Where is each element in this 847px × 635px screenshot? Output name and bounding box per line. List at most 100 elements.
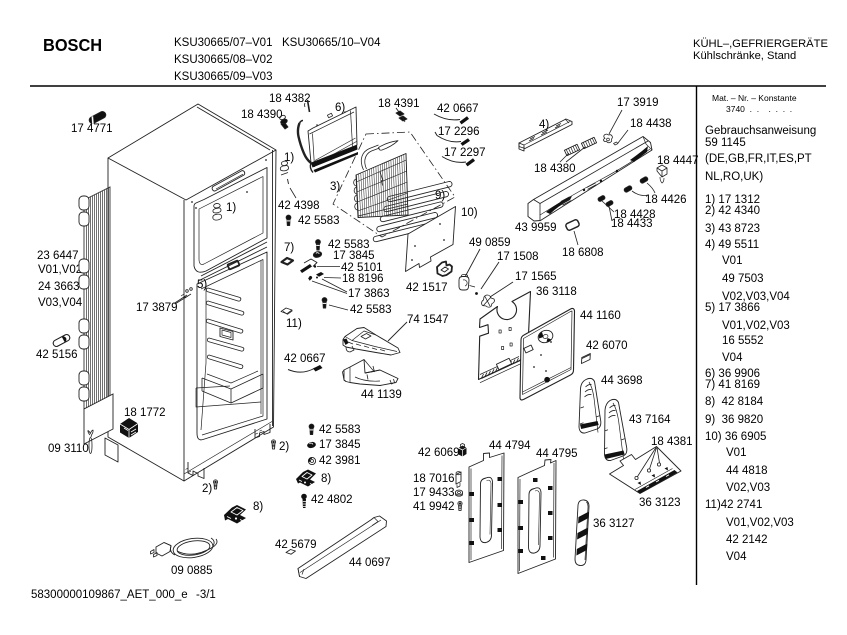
svg-text:3) 43 8723: 3) 43 8723 xyxy=(705,223,760,235)
svg-text:09 3110: 09 3110 xyxy=(48,443,89,455)
svg-text:(DE,GB,FR,IT,ES,PT: (DE,GB,FR,IT,ES,PT xyxy=(705,153,812,165)
svg-text:V01,V02,V03: V01,V02,V03 xyxy=(726,517,794,529)
svg-text:36 3123: 36 3123 xyxy=(639,497,681,509)
svg-text:V02,V03: V02,V03 xyxy=(726,482,770,494)
svg-text:Kühlschränke, Stand: Kühlschränke, Stand xyxy=(693,50,796,62)
svg-text:18 1772: 18 1772 xyxy=(124,407,166,419)
svg-text:42 4802: 42 4802 xyxy=(311,494,353,506)
svg-text:11)42 2741: 11)42 2741 xyxy=(705,499,762,511)
svg-text:V01,V02: V01,V02 xyxy=(38,264,82,276)
svg-text:2): 2) xyxy=(279,441,289,453)
svg-text:17 1508: 17 1508 xyxy=(497,251,539,263)
svg-text:8): 8) xyxy=(321,473,331,485)
svg-text:24 3663: 24 3663 xyxy=(38,281,80,293)
svg-text:4): 4) xyxy=(539,119,549,131)
svg-text:KSU30665/10–V04: KSU30665/10–V04 xyxy=(282,37,381,49)
svg-text:4) 49 5511: 4) 49 5511 xyxy=(705,239,759,251)
svg-text:17 4771: 17 4771 xyxy=(71,123,113,135)
svg-text:18 4391: 18 4391 xyxy=(378,98,420,110)
svg-text:V01: V01 xyxy=(726,447,746,459)
svg-text:42 1517: 42 1517 xyxy=(406,282,448,294)
svg-text:42 0667: 42 0667 xyxy=(437,103,479,115)
svg-text:17 2296: 17 2296 xyxy=(438,126,480,138)
svg-text:17 3863: 17 3863 xyxy=(348,288,390,300)
svg-text:44 4795: 44 4795 xyxy=(536,448,578,460)
svg-text:V03,V04: V03,V04 xyxy=(38,297,83,309)
svg-text:KSU30665/08–V02: KSU30665/08–V02 xyxy=(174,54,272,66)
svg-text:6) 36 9906: 6) 36 9906 xyxy=(705,368,760,380)
svg-text:42 5583: 42 5583 xyxy=(328,239,370,251)
svg-text:44 3698: 44 3698 xyxy=(601,375,643,387)
svg-text:42 0667: 42 0667 xyxy=(284,353,326,365)
svg-text:58300000109867_AET_000_e: 58300000109867_AET_000_e xyxy=(31,589,188,601)
svg-text:36 3127: 36 3127 xyxy=(593,518,635,530)
svg-text:5) 17 3866: 5) 17 3866 xyxy=(705,302,760,314)
svg-text:59 1145: 59 1145 xyxy=(705,137,746,149)
svg-text:18 4380: 18 4380 xyxy=(534,163,576,175)
svg-text:1) 17 1312: 1) 17 1312 xyxy=(705,194,760,206)
svg-text:17 3879: 17 3879 xyxy=(136,302,178,314)
svg-text:44 1139: 44 1139 xyxy=(361,389,402,401)
svg-text:18 4381: 18 4381 xyxy=(651,436,693,448)
svg-text:18 4438: 18 4438 xyxy=(630,118,672,130)
svg-text:18 4428: 18 4428 xyxy=(614,209,656,221)
svg-text:42 6069: 42 6069 xyxy=(418,447,460,459)
svg-text:18 7016: 18 7016 xyxy=(413,473,455,485)
svg-text:44 4794: 44 4794 xyxy=(489,440,531,452)
svg-text:42 4398: 42 4398 xyxy=(278,200,320,212)
svg-text:7): 7) xyxy=(284,242,294,254)
svg-text:18 4382: 18 4382 xyxy=(269,93,311,105)
svg-text:2) 42 4340: 2) 42 4340 xyxy=(705,205,760,217)
svg-text:V01: V01 xyxy=(722,255,742,267)
svg-text:7) 41 8169: 7) 41 8169 xyxy=(705,379,760,391)
svg-text:17 3919: 17 3919 xyxy=(617,97,659,109)
svg-text:42 5156: 42 5156 xyxy=(36,349,78,361)
svg-text:Mat. – Nr. – Konstante: Mat. – Nr. – Konstante xyxy=(712,93,797,103)
svg-text:18 4426: 18 4426 xyxy=(645,194,687,206)
svg-text:17 3845: 17 3845 xyxy=(319,439,361,451)
svg-text:8) 42 8184: 8) 42 8184 xyxy=(705,396,764,408)
svg-text:42 5583: 42 5583 xyxy=(350,304,392,316)
svg-text:17 1565: 17 1565 xyxy=(515,271,557,283)
svg-text:44 4818: 44 4818 xyxy=(726,465,768,477)
svg-text:74 1547: 74 1547 xyxy=(407,314,449,326)
svg-text:49 0859: 49 0859 xyxy=(469,237,511,249)
svg-text:5): 5) xyxy=(197,279,207,291)
svg-text:KÜHL–,GEFRIERGERÄTE: KÜHL–,GEFRIERGERÄTE xyxy=(693,38,828,50)
svg-text:BOSCH: BOSCH xyxy=(43,35,102,55)
svg-text:2): 2) xyxy=(202,483,212,495)
svg-text:36 3118: 36 3118 xyxy=(536,286,577,298)
svg-text:42 3981: 42 3981 xyxy=(319,455,361,467)
svg-text:10) 36 6905: 10) 36 6905 xyxy=(705,431,766,443)
svg-text:11): 11) xyxy=(286,318,302,330)
svg-text:44 1160: 44 1160 xyxy=(580,310,621,322)
svg-text:KSU30665/07–V01: KSU30665/07–V01 xyxy=(174,37,272,49)
svg-text:42 5101: 42 5101 xyxy=(341,262,383,274)
svg-text:09 0885: 09 0885 xyxy=(171,565,213,577)
svg-text:V02,V03,V04: V02,V03,V04 xyxy=(722,291,790,303)
svg-text:42 5583: 42 5583 xyxy=(319,424,361,436)
svg-text:41 9942: 41 9942 xyxy=(413,501,455,513)
svg-text:V04: V04 xyxy=(726,551,747,563)
svg-text:1): 1) xyxy=(284,152,294,164)
svg-text:V01,V02,V03: V01,V02,V03 xyxy=(722,320,790,332)
svg-text:1): 1) xyxy=(226,202,236,214)
svg-text:3740 . . . . . .: 3740 . . . . . . xyxy=(726,104,792,114)
svg-text:17 3845: 17 3845 xyxy=(333,250,375,262)
svg-text:18 4447: 18 4447 xyxy=(657,155,699,167)
svg-text:23 6447: 23 6447 xyxy=(37,250,79,262)
svg-text:42 5679: 42 5679 xyxy=(275,539,317,551)
svg-text:44 0697: 44 0697 xyxy=(349,557,391,569)
svg-text:17 2297: 17 2297 xyxy=(444,147,486,159)
svg-text:42 5583: 42 5583 xyxy=(298,215,340,227)
svg-text:42 2142: 42 2142 xyxy=(726,534,768,546)
svg-text:V04: V04 xyxy=(722,352,743,364)
svg-text:Gebrauchsanweisung: Gebrauchsanweisung xyxy=(705,125,816,137)
svg-text:NL,RO,UK): NL,RO,UK) xyxy=(705,171,763,183)
svg-text:9): 9) xyxy=(435,190,445,202)
svg-text:9) 36 9820: 9) 36 9820 xyxy=(705,414,763,426)
svg-text:49 7503: 49 7503 xyxy=(722,273,764,285)
svg-text:10): 10) xyxy=(461,207,478,219)
svg-text:8): 8) xyxy=(253,501,263,513)
svg-text:43 7164: 43 7164 xyxy=(629,414,671,426)
